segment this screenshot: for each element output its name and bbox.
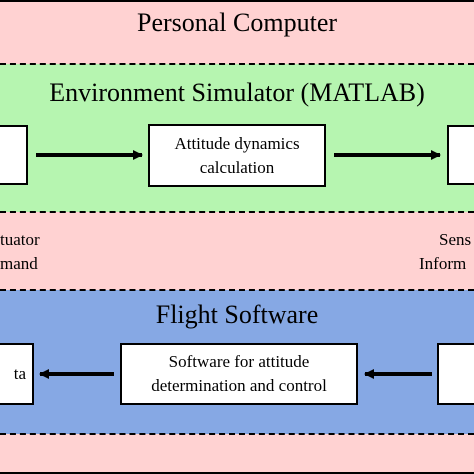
simulator-right-edge-box — [447, 125, 474, 185]
flight-top-border — [0, 289, 474, 291]
attitude-dynamics-line1: Attitude dynamics — [174, 133, 300, 153]
flight-left-edge-box: ta — [0, 343, 34, 405]
sensor-information-line1: Sens — [439, 230, 472, 249]
attitude-control-line1: Software for attitude — [168, 352, 310, 371]
actuator-command-line1: tuator — [0, 230, 40, 249]
simulator-bottom-border — [0, 211, 474, 213]
attitude-dynamics-box: Attitude dynamics calculation — [148, 124, 326, 187]
flight-software-title: Flight Software — [155, 300, 319, 329]
environment-simulator-title: Environment Simulator (MATLAB) — [49, 78, 425, 107]
actuator-command-line2: mand — [0, 254, 38, 273]
flight-left-box-text: ta — [13, 364, 26, 383]
attitude-dynamics-line2: calculation — [199, 157, 275, 177]
sensor-information-label: Sens Inform — [419, 228, 471, 276]
sensor-information-line2: Inform — [419, 254, 467, 273]
flight-bottom-border — [0, 433, 474, 435]
actuator-command-label: tuator mand — [0, 228, 40, 276]
attitude-control-software-box: Software for attitude determination and … — [120, 343, 358, 405]
flight-right-edge-box — [437, 343, 474, 405]
simulator-top-border — [0, 63, 474, 65]
attitude-control-line2: determination and control — [151, 376, 327, 395]
personal-computer-title: Personal Computer — [136, 8, 338, 37]
simulator-left-edge-box — [0, 125, 28, 185]
